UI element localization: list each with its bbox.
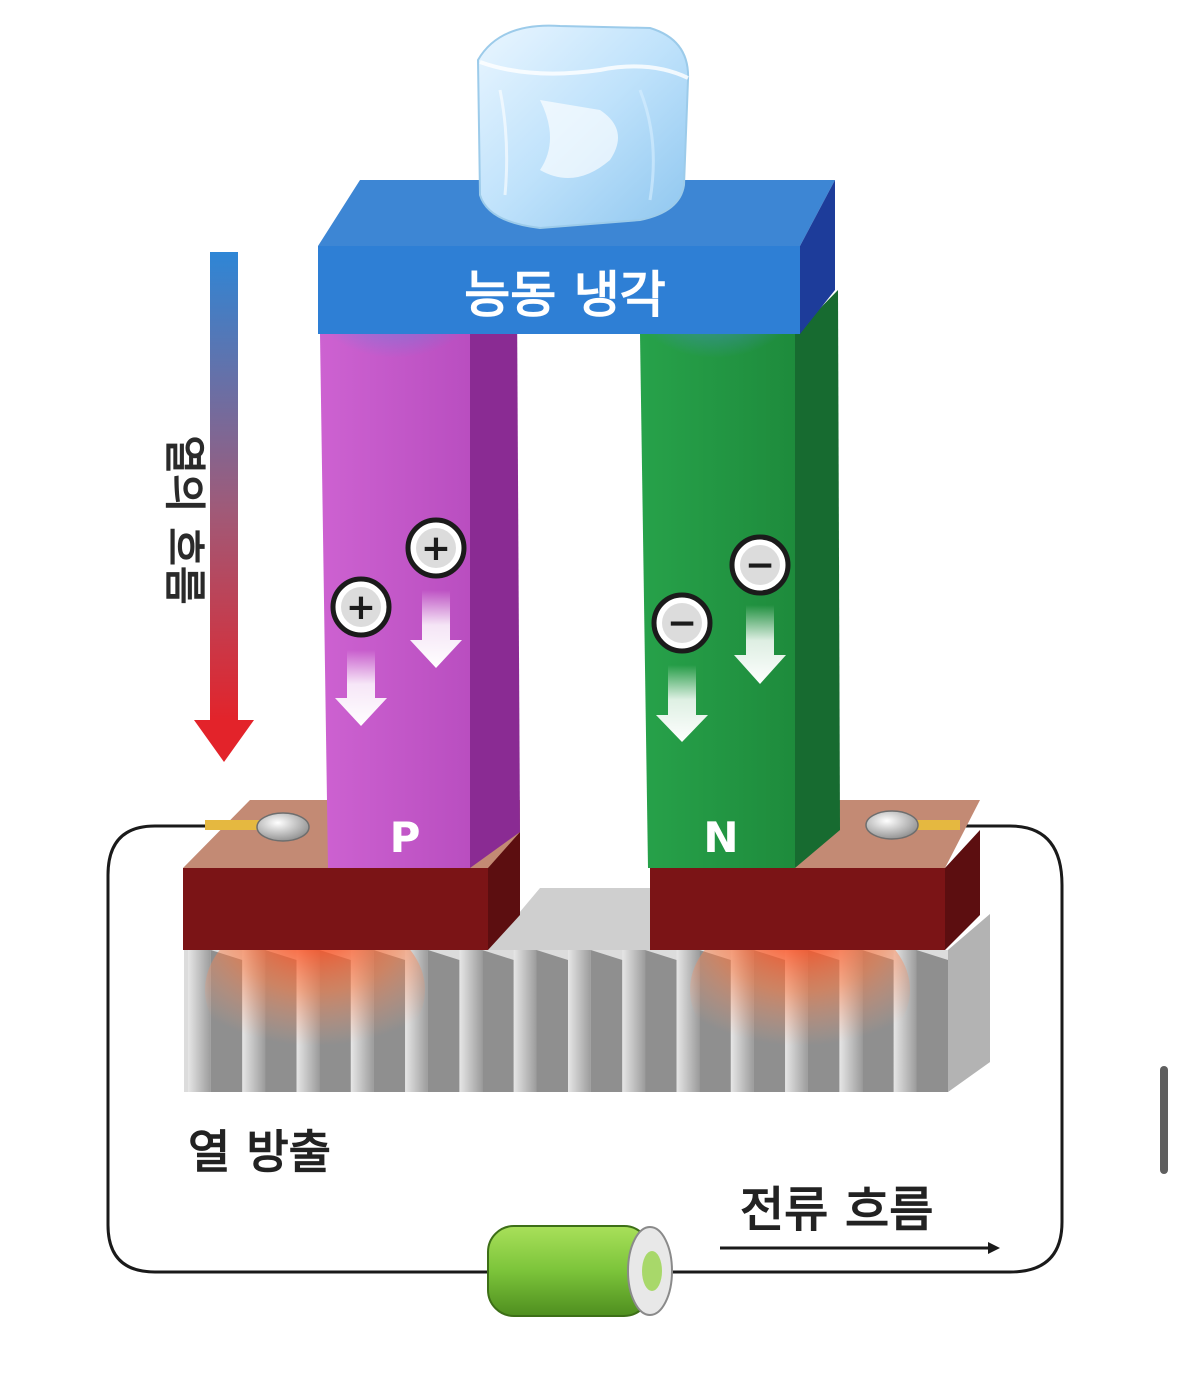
svg-text:−: −: [667, 603, 697, 644]
heat-flow-label: 열의 흐름: [160, 435, 209, 604]
heat-sink-fin-shadow: [536, 950, 568, 1092]
current-flow-label: 전류 흐름: [740, 1182, 933, 1238]
heat-sink-fin: [568, 950, 591, 1092]
active-cooling-label: 능동 냉각: [464, 266, 665, 324]
circuit-wire: [106, 824, 1064, 1274]
svg-text:+: +: [421, 528, 451, 569]
scrollbar[interactable]: [1160, 1066, 1168, 1174]
heat-sink-fin-shadow: [482, 950, 514, 1092]
heat-release-label: 열 방출: [188, 1125, 331, 1179]
down-arrow-icon: [734, 605, 786, 684]
minus-carrier-icon: −: [651, 592, 713, 654]
heat-sink-fin-shadow: [916, 950, 948, 1092]
terminal-screw-icon: [256, 812, 310, 842]
minus-carrier-icon: −: [729, 534, 791, 596]
down-arrow-icon: [656, 665, 708, 742]
base-connector: [488, 888, 650, 950]
terminal-right: [865, 810, 960, 840]
terminal-screw-icon: [865, 810, 919, 840]
terminal-left: [205, 812, 310, 842]
current-flow-arrow: [720, 1242, 1000, 1254]
heat-sink-fin: [622, 950, 646, 1092]
svg-text:+: +: [346, 587, 376, 628]
hole-carrier-group: + +: [330, 517, 467, 726]
down-arrow-icon: [410, 590, 462, 668]
heat-sink-fin-shadow: [645, 950, 677, 1092]
heat-sink-fin: [513, 950, 537, 1092]
down-arrow-icon: [335, 650, 387, 726]
heat-sink-fin: [459, 950, 483, 1092]
heat-flow-arrow: [194, 252, 254, 762]
plus-carrier-icon: +: [330, 576, 392, 638]
p-type-label: P: [390, 813, 421, 862]
ice-cube-icon: [476, 24, 690, 230]
heat-sink-fin: [188, 950, 211, 1092]
heat-sink-fin-shadow: [590, 950, 623, 1092]
plus-carrier-icon: +: [405, 517, 467, 579]
n-type-label: N: [703, 813, 738, 862]
svg-text:−: −: [745, 545, 775, 586]
battery-icon: [487, 1225, 673, 1317]
electron-carrier-group: − −: [651, 534, 791, 742]
heat-sink-fin-shadow: [427, 950, 460, 1092]
